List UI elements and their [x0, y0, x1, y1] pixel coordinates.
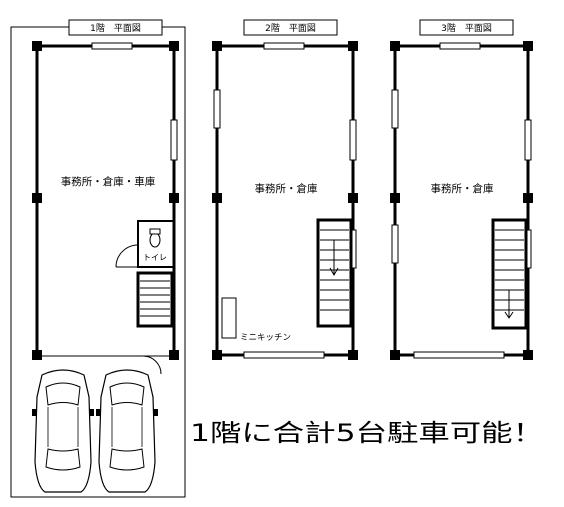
floor-2-bottom-window — [243, 351, 325, 359]
floor-3-column — [390, 350, 400, 360]
floor-3-column — [523, 193, 533, 203]
floor-1-door-swing — [142, 355, 162, 375]
floor-2-column — [348, 41, 358, 51]
floor-1-top-window — [91, 42, 133, 50]
floor-3-right-window — [524, 119, 532, 161]
parking-headline: 1階に合計5台駐車可能！ — [190, 419, 544, 447]
floor-1-column — [32, 350, 42, 360]
floor-3-room-label: 事務所・倉庫 — [431, 182, 494, 195]
floor-1-column — [169, 350, 179, 360]
floor-2-column — [348, 350, 358, 360]
floor-1-column — [169, 41, 179, 51]
floor-2-plan: 2階 平面図 ミニキッチン — [212, 19, 358, 360]
floor-2-title: 2階 平面図 — [265, 23, 316, 34]
floor-3-stairs — [491, 218, 528, 330]
toilet-door-swing — [115, 244, 139, 268]
floor-3-title-box — [419, 19, 514, 36]
floor-2-title-box — [243, 19, 338, 36]
floor-3-title: 3階 平面図 — [441, 23, 492, 34]
floor-2-left-window — [213, 89, 221, 129]
floor-3-column — [390, 41, 400, 51]
floor-1-column — [32, 193, 42, 203]
floor-2-column — [348, 193, 358, 203]
floor-2-column — [212, 350, 222, 360]
floor-1-room-label: 事務所・倉庫・車庫 — [61, 175, 156, 188]
floor-1-title: 1階 平面図 — [90, 23, 141, 34]
floor-3-column — [523, 350, 533, 360]
floor-2-column — [212, 193, 222, 203]
floor-3-column — [390, 193, 400, 203]
floor-1-column — [32, 41, 42, 51]
floor-3-bottom-window — [413, 351, 505, 359]
toilet-tank-icon — [149, 228, 161, 235]
mini-kitchen-counter — [221, 297, 237, 339]
floor-1-column — [169, 193, 179, 203]
mini-kitchen-label: ミニキッチン — [240, 333, 291, 343]
floor-3-plan: 3階 平面図 事務所・倉庫 — [390, 19, 533, 360]
floor-3-column — [523, 41, 533, 51]
floor-1-stairs — [136, 271, 174, 328]
floor-1-title-box — [68, 19, 163, 36]
floor-2-column — [212, 41, 222, 51]
floor-2-room-label: 事務所・倉庫 — [255, 182, 318, 195]
floor-3-left-window — [391, 89, 399, 129]
floor-2-stairs — [316, 218, 353, 328]
floor-2-top-window — [263, 42, 305, 50]
car-icon — [96, 369, 158, 493]
floor-3-top-window — [439, 42, 481, 50]
floor-3-left-window — [391, 224, 399, 264]
floor-1-right-window — [170, 119, 178, 161]
car-icon — [32, 369, 94, 493]
floor-2-right-window — [349, 119, 357, 161]
toilet-label: トイレ — [143, 253, 167, 262]
toilet-icon — [149, 232, 161, 248]
floor-1-plan: 1階 平面図 トイレ — [10, 19, 186, 498]
toilet-room — [137, 220, 175, 268]
